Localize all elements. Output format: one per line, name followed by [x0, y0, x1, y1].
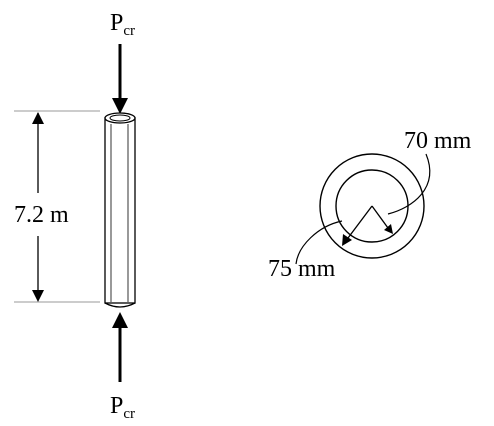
- outer-radius-arrow: [342, 205, 373, 246]
- inner-radius-arrow: [371, 205, 393, 234]
- outer-radius-label: 75 mm: [268, 256, 336, 282]
- top-load-arrow: [112, 44, 128, 114]
- length-dimension: [14, 110, 100, 303]
- inner-radius-leader: [387, 153, 431, 215]
- bottom-load-arrow: [112, 312, 128, 382]
- length-label: 7.2 m: [14, 202, 69, 228]
- inner-radius-label: 70 mm: [404, 128, 472, 154]
- outer-radius-leader: [295, 220, 343, 265]
- column-tube: [104, 112, 136, 308]
- bottom-load-label: Pcr: [110, 393, 135, 422]
- top-load-label: Pcr: [110, 10, 135, 39]
